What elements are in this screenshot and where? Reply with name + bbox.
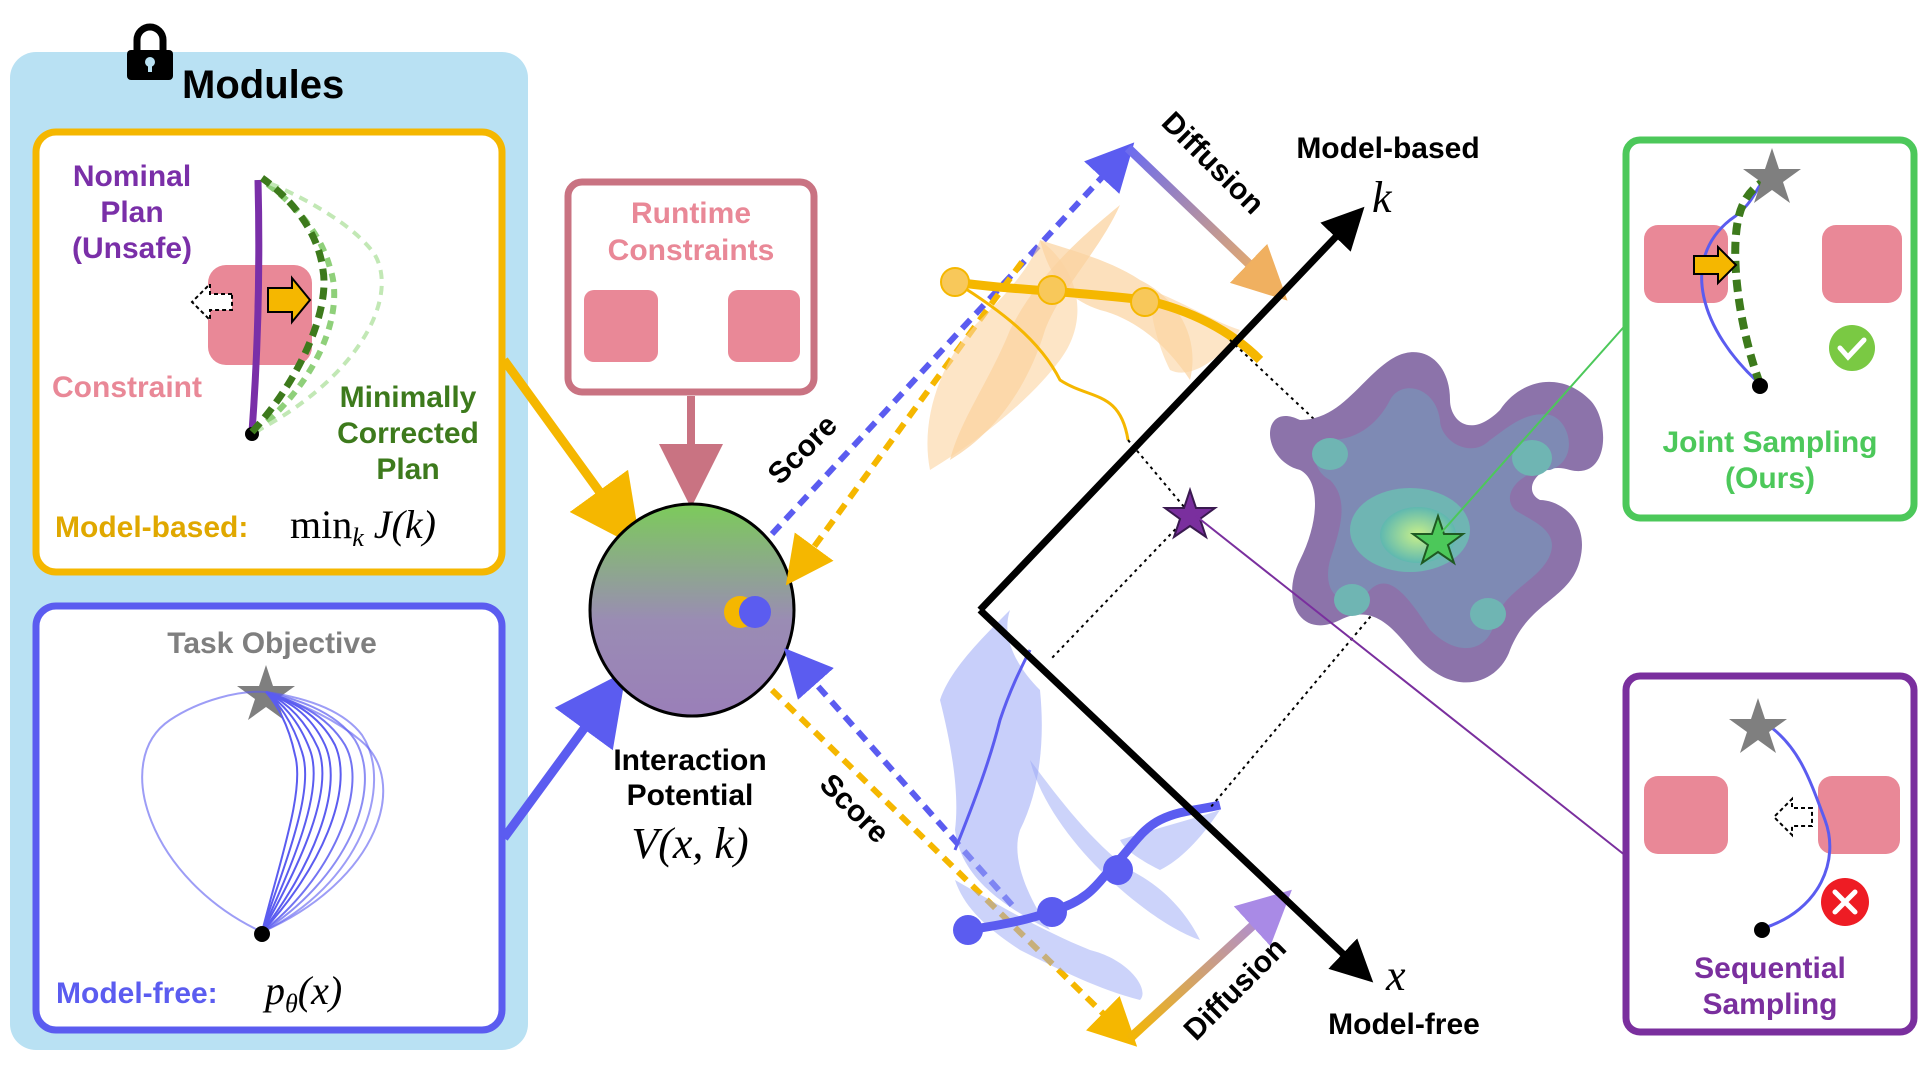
task-objective-label: Task Objective [167, 627, 377, 660]
score-arrow-top-blue [769, 142, 1135, 537]
score-arrow-bottom-yellow [769, 687, 1138, 1047]
score-label-top: Score [762, 409, 844, 491]
interaction-potential: Interaction Potential V(x, k) [588, 502, 796, 868]
sequential-goal-star-icon [1729, 698, 1787, 753]
joint-line-1: Joint Sampling [1662, 426, 1877, 459]
joint-line-2: (Ours) [1725, 462, 1815, 495]
model-based-to-potential-arrow [500, 357, 642, 550]
corrected-plan-path [249, 175, 328, 435]
model-free-math: pθ(x) [262, 968, 342, 1018]
sampled-trajectories [141, 690, 385, 933]
check-icon [1829, 325, 1875, 371]
model-based-module: Nominal Plan (Unsafe) Constraint Minimal… [32, 128, 506, 576]
runtime-line-2: Constraints [608, 234, 775, 267]
potential-sphere [588, 502, 796, 718]
sequential-sampling-box: Sequential Sampling [1622, 672, 1918, 1036]
joint-sampling-box: Joint Sampling (Ours) [1622, 136, 1918, 522]
joint-sample-star-icon [1409, 512, 1467, 566]
lock-icon [127, 23, 173, 80]
x-axis [977, 607, 1374, 983]
nominal-plan-line-3: (Unsafe) [72, 232, 192, 265]
x-axis-symbol: x [1385, 951, 1406, 1000]
model-based-math: mink J(k) [290, 502, 436, 552]
model-free-module: Task Objective Model-free: pθ(x) [32, 602, 506, 1034]
runtime-constraint-block-2 [728, 290, 800, 362]
modules-panel: Modules Nominal Plan (Unsafe) Constraint… [10, 23, 528, 1050]
diffusion-label-bottom: Diffusion [1178, 932, 1293, 1047]
runtime-constraints-box: Runtime Constraints [564, 178, 818, 396]
interaction-line-1: Interaction [613, 744, 766, 777]
score-label-bottom: Score [813, 768, 895, 850]
modules-title: Modules [182, 63, 344, 107]
model-free-caption: Model-free: [56, 977, 218, 1010]
push-arrow-icon [190, 281, 233, 323]
axes: Model-based k Model-free x [977, 132, 1480, 1041]
k-axis [977, 206, 1365, 613]
corrected-plan-line-3: Plan [376, 453, 439, 486]
corrected-plan-line-1: Minimally [340, 381, 477, 414]
runtime-constraint-block-1 [584, 290, 658, 362]
sequential-line-2: Sampling [1702, 988, 1837, 1021]
model-free-to-potential-arrow [500, 670, 627, 841]
nominal-plan-line-1: Nominal [73, 160, 191, 193]
x-axis-title: Model-free [1328, 1008, 1480, 1041]
model-based-distribution [927, 205, 1264, 470]
constraint-label: Constraint [52, 371, 202, 404]
interaction-math: V(x, k) [631, 819, 748, 868]
sequential-link-line [1195, 515, 1627, 857]
model-free-distribution [940, 610, 1222, 1000]
interaction-line-2: Potential [627, 779, 754, 812]
runtime-line-1: Runtime [631, 197, 751, 230]
score-arrow-top-yellow [785, 260, 1025, 586]
sequential-push-arrow-icon [1772, 796, 1813, 838]
diffusion-label-top: Diffusion [1155, 106, 1270, 221]
diffusion-arrow-top [1124, 144, 1288, 301]
joint-goal-star-icon [1743, 148, 1801, 203]
joint-link-line [1439, 319, 1631, 535]
model-based-caption: Model-based: [55, 511, 248, 544]
sequential-sample-star-icon [1161, 486, 1219, 540]
k-axis-symbol: k [1372, 173, 1393, 222]
k-axis-title: Model-based [1296, 132, 1479, 165]
correction-arrow-icon [267, 275, 312, 325]
corrected-plan-line-2: Corrected [337, 417, 479, 450]
diffusion-arrow-bottom [1124, 889, 1292, 1044]
score-arrow-bottom-blue [784, 648, 1015, 907]
sequential-line-1: Sequential [1694, 952, 1846, 985]
nominal-plan-path [248, 179, 263, 433]
nominal-plan-line-2: Plan [100, 196, 163, 229]
joint-correction-arrow-icon [1693, 244, 1738, 286]
